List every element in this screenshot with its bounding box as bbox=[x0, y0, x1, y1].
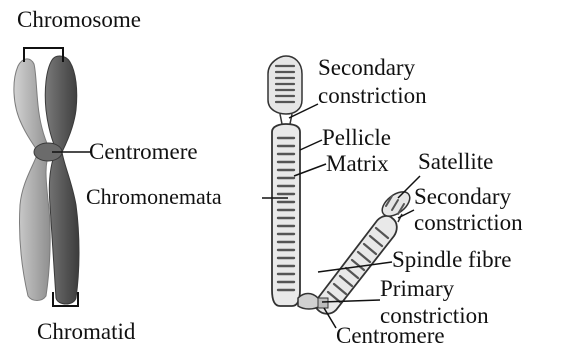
label-secondary-constriction-right-2: constriction bbox=[414, 211, 523, 234]
long-arm bbox=[272, 124, 300, 306]
pointer-pellicle bbox=[300, 140, 322, 150]
top-secondary-constriction bbox=[280, 114, 292, 124]
label-secondary-constriction-top-1: Secondary bbox=[318, 56, 415, 79]
label-secondary-constriction-right-1: Secondary bbox=[414, 185, 511, 208]
label-centromere-right: Centromere bbox=[336, 324, 445, 347]
label-pellicle: Pellicle bbox=[322, 126, 391, 149]
label-chromonemata: Chromonemata bbox=[86, 186, 222, 208]
top-bulb-coil bbox=[276, 66, 294, 102]
label-chromosome: Chromosome bbox=[17, 8, 141, 31]
label-centromere-left: Centromere bbox=[89, 140, 198, 163]
chromosome-x-figure bbox=[14, 56, 79, 304]
centromere-block bbox=[318, 298, 328, 308]
label-spindle-fibre: Spindle fibre bbox=[392, 248, 511, 271]
primary-constriction bbox=[298, 294, 320, 310]
label-primary-constriction-1: Primary bbox=[380, 277, 454, 300]
label-chromatid: Chromatid bbox=[37, 320, 135, 343]
label-matrix: Matrix bbox=[326, 152, 389, 175]
chromatid-dark bbox=[45, 56, 79, 304]
label-secondary-constriction-top-2: constriction bbox=[318, 84, 427, 107]
label-satellite: Satellite bbox=[418, 150, 493, 173]
